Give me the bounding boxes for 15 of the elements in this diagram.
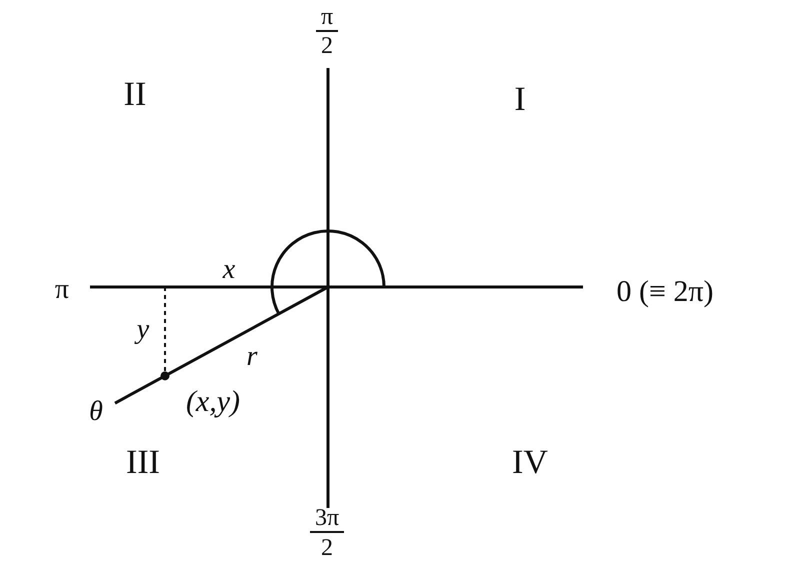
fraction-denominator: 2 [321, 536, 333, 560]
fraction-numerator: 3π [314, 506, 340, 530]
radius-label: r [246, 343, 258, 371]
angle-label: π [54, 276, 70, 304]
angle-label: 0 (≡ 2π) [616, 277, 714, 307]
angle-label: θ [89, 398, 103, 426]
fraction-denominator: 2 [321, 34, 333, 58]
quadrant-label: I [514, 83, 526, 117]
quadrant-label: IV [512, 446, 548, 480]
quadrant-label: III [126, 446, 160, 480]
fraction-numerator: π [320, 5, 334, 29]
quadrant-label: II [124, 78, 146, 112]
axis-label: y [136, 316, 150, 344]
point-label: (x,y) [186, 387, 240, 417]
axis-label: x [222, 256, 236, 284]
